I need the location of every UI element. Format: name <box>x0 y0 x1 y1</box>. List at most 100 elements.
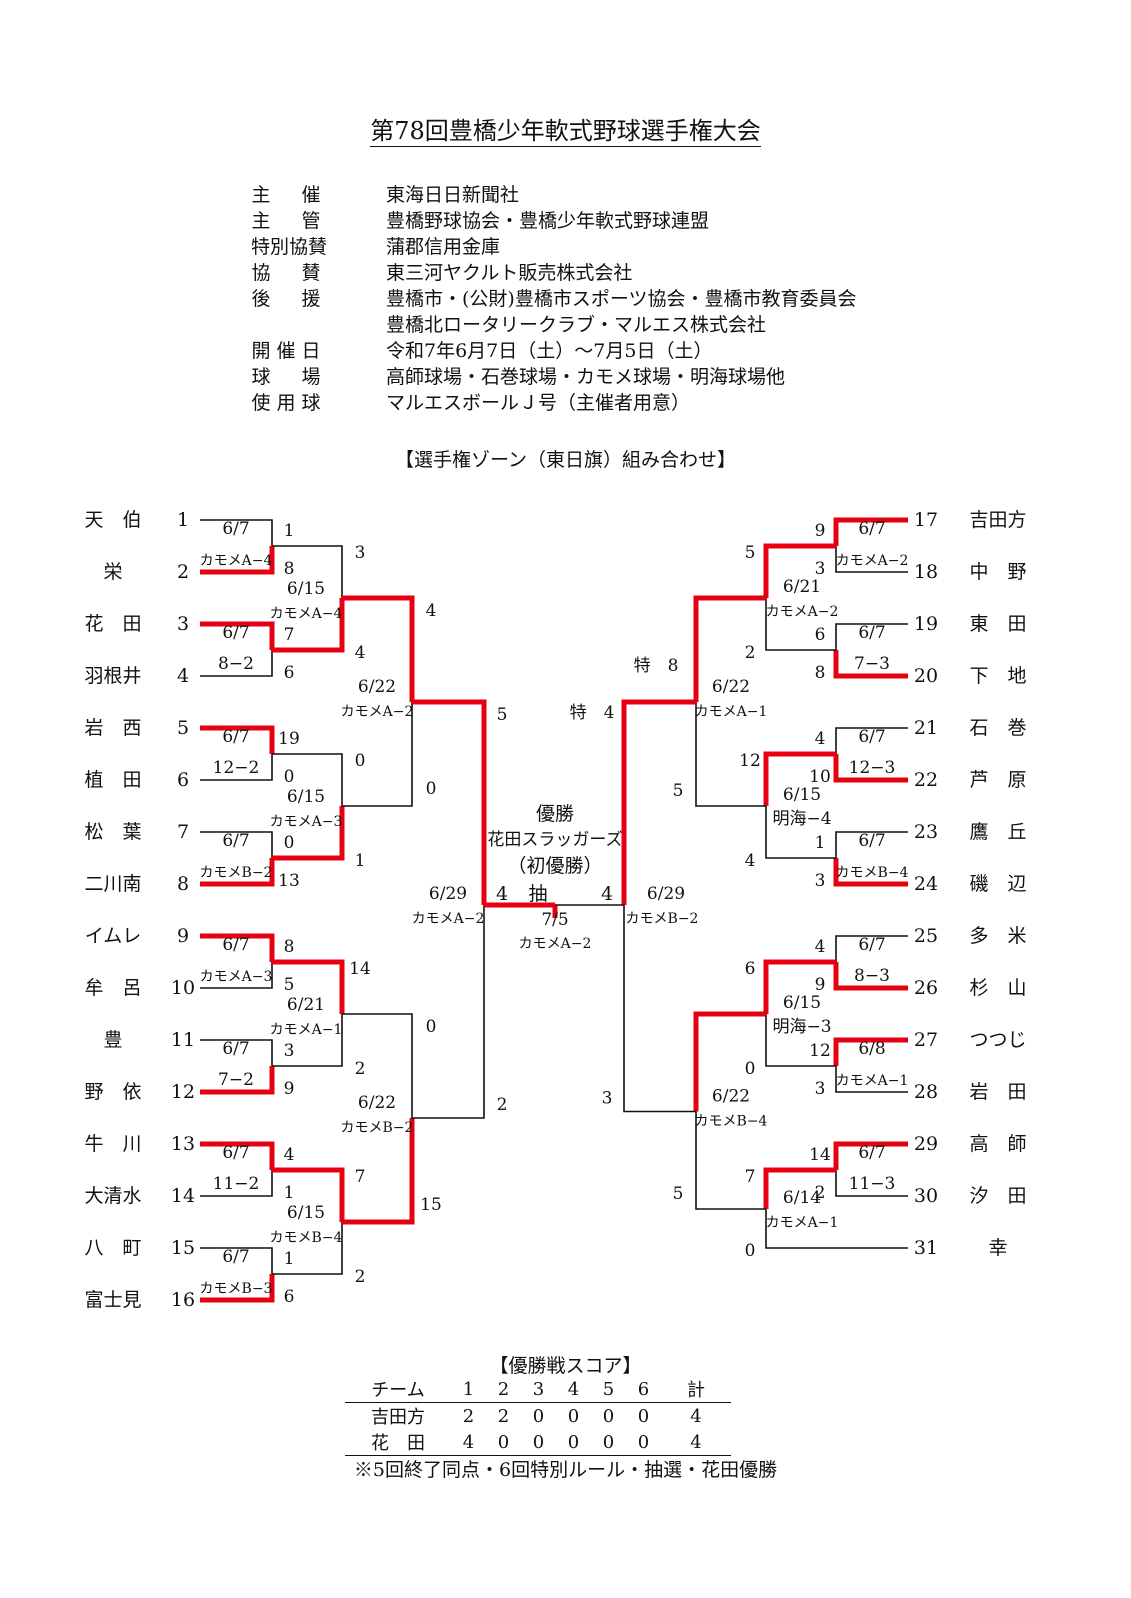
final-score-right: 4 <box>601 883 613 905</box>
team-name: 岩 西 <box>84 717 141 739</box>
seed-number: 8 <box>177 873 189 895</box>
team-name: 牟 呂 <box>84 977 141 999</box>
seed-number: 23 <box>914 821 938 843</box>
seed-number: 15 <box>171 1237 195 1259</box>
score-cell: 2 <box>497 1405 510 1427</box>
info-value: 豊橋市・(公財)豊橋市スポーツ協会・豊橋市教育委員会 <box>386 288 857 310</box>
seed-number: 4 <box>177 665 189 687</box>
bracket-line <box>272 1014 343 1067</box>
bracket-line <box>765 598 836 651</box>
bracket-label: 3 <box>602 1089 613 1109</box>
team-name: 鷹 丘 <box>969 821 1026 843</box>
bracket-label: 19 <box>278 729 300 749</box>
winner-path <box>200 858 275 887</box>
team-name: 高 師 <box>969 1133 1026 1155</box>
team-name: 栄 <box>103 561 122 583</box>
info-label: 特別協賛 <box>250 236 327 258</box>
bracket-label: 5 <box>284 975 295 995</box>
bracket-label: 1 <box>815 833 826 853</box>
info-label: 主 管 <box>251 210 327 232</box>
champion-name: 花田スラッガーズ <box>487 830 622 850</box>
winner-path <box>200 1066 275 1095</box>
team-name: 東 田 <box>969 613 1026 635</box>
score-cell: 0 <box>556 1429 591 1456</box>
seed-number: 21 <box>914 717 938 739</box>
bracket-label: 3 <box>284 1041 295 1061</box>
bracket-label: 6/7 <box>858 1143 885 1163</box>
team-name: 杉 山 <box>969 977 1026 999</box>
bracket-label: 12−2 <box>213 758 260 778</box>
winner-path <box>833 517 908 546</box>
seed-number: 27 <box>914 1029 938 1051</box>
bracket-label: 6/21 <box>287 995 325 1015</box>
bracket-label: 6/7 <box>222 1143 249 1163</box>
team-name: 天 伯 <box>84 509 141 531</box>
info-value: 令和7年6月7日（土）～7月5日（土） <box>386 340 713 362</box>
bracket-label: 6/15 <box>783 993 821 1013</box>
info-value: 豊橋北ロータリークラブ・マルエス株式会社 <box>386 314 767 336</box>
bracket-label: 6/7 <box>222 1039 249 1059</box>
seed-number: 3 <box>177 613 189 635</box>
bracket-label: 6/15 <box>783 785 821 805</box>
lottery-mark: 抽 <box>528 883 547 905</box>
seed-number: 13 <box>171 1133 195 1155</box>
bracket-label: 0 <box>284 767 295 787</box>
info-value: 東海日日新聞社 <box>386 184 520 206</box>
bracket-line <box>412 905 485 1119</box>
bracket-label: 6/14 <box>783 1188 821 1208</box>
bracket-line <box>835 935 908 962</box>
bracket-label: カモメA−4 <box>200 553 273 569</box>
bracket-label: 6/15 <box>287 787 325 807</box>
bracket-label: 0 <box>745 1059 756 1079</box>
bracket-line <box>200 962 273 989</box>
team-name: 磯 辺 <box>969 873 1026 895</box>
seed-number: 11 <box>171 1029 195 1051</box>
score-cell: 0 <box>486 1429 521 1456</box>
bracket-label: 6/7 <box>222 1247 249 1267</box>
team-name: つつじ <box>969 1029 1026 1051</box>
bracket-label: 3 <box>815 1079 826 1099</box>
winner-path <box>342 595 415 702</box>
bracket-label: 6/7 <box>222 935 249 955</box>
bracket-label: 1 <box>284 1249 295 1269</box>
bracket-label: 12 <box>739 751 761 771</box>
bracket-label: 7 <box>745 1167 756 1187</box>
bracket-label: 0 <box>745 1241 756 1261</box>
bracket-label: 8 <box>284 937 295 957</box>
score-cell: 吉田方 <box>371 1407 425 1428</box>
bracket-label: カモメA−1 <box>270 1022 343 1038</box>
bracket-label: 11−2 <box>213 1174 260 1194</box>
bracket-label: 6/15 <box>287 1203 325 1223</box>
bracket-label: 6/7 <box>222 831 249 851</box>
bracket-label: カモメB−2 <box>626 911 699 927</box>
bracket-line <box>200 650 273 677</box>
final-score-note: ※5回終了同点・6回特別ルール・抽選・花田優勝 <box>353 1459 778 1481</box>
bracket-label: 12−3 <box>849 758 896 778</box>
winner-path <box>693 1011 766 1112</box>
bracket-label: カモメB−4 <box>836 865 909 881</box>
seed-number: 19 <box>914 613 938 635</box>
bracket-label: カモメA−1 <box>766 1215 839 1231</box>
seed-number: 25 <box>914 925 938 947</box>
info-label: 主 催 <box>251 184 327 206</box>
winner-path <box>200 933 275 962</box>
bracket-label: 12 <box>809 1041 831 1061</box>
info-value: 蒲郡信用金庫 <box>386 236 501 258</box>
team-name: 石 巻 <box>969 717 1026 739</box>
winner-path <box>833 962 908 991</box>
seed-number: 22 <box>914 769 938 791</box>
winner-path <box>833 754 908 783</box>
bracket-label: カモメA−3 <box>200 969 273 985</box>
bracket-label: 6 <box>815 625 826 645</box>
seed-number: 5 <box>177 717 189 739</box>
info-value: 高師球場・石巻球場・カモメ球場・明海球場他 <box>386 366 786 388</box>
bracket-label: カモメB−4 <box>695 1114 768 1130</box>
team-name: 松 葉 <box>84 821 141 843</box>
bracket-label: 5 <box>497 705 508 725</box>
bracket-line <box>200 1170 273 1197</box>
bracket-line <box>272 1222 343 1275</box>
bracket-label: 14 <box>809 1145 831 1165</box>
bracket-line <box>765 1209 908 1249</box>
team-name: 多 米 <box>969 925 1026 947</box>
